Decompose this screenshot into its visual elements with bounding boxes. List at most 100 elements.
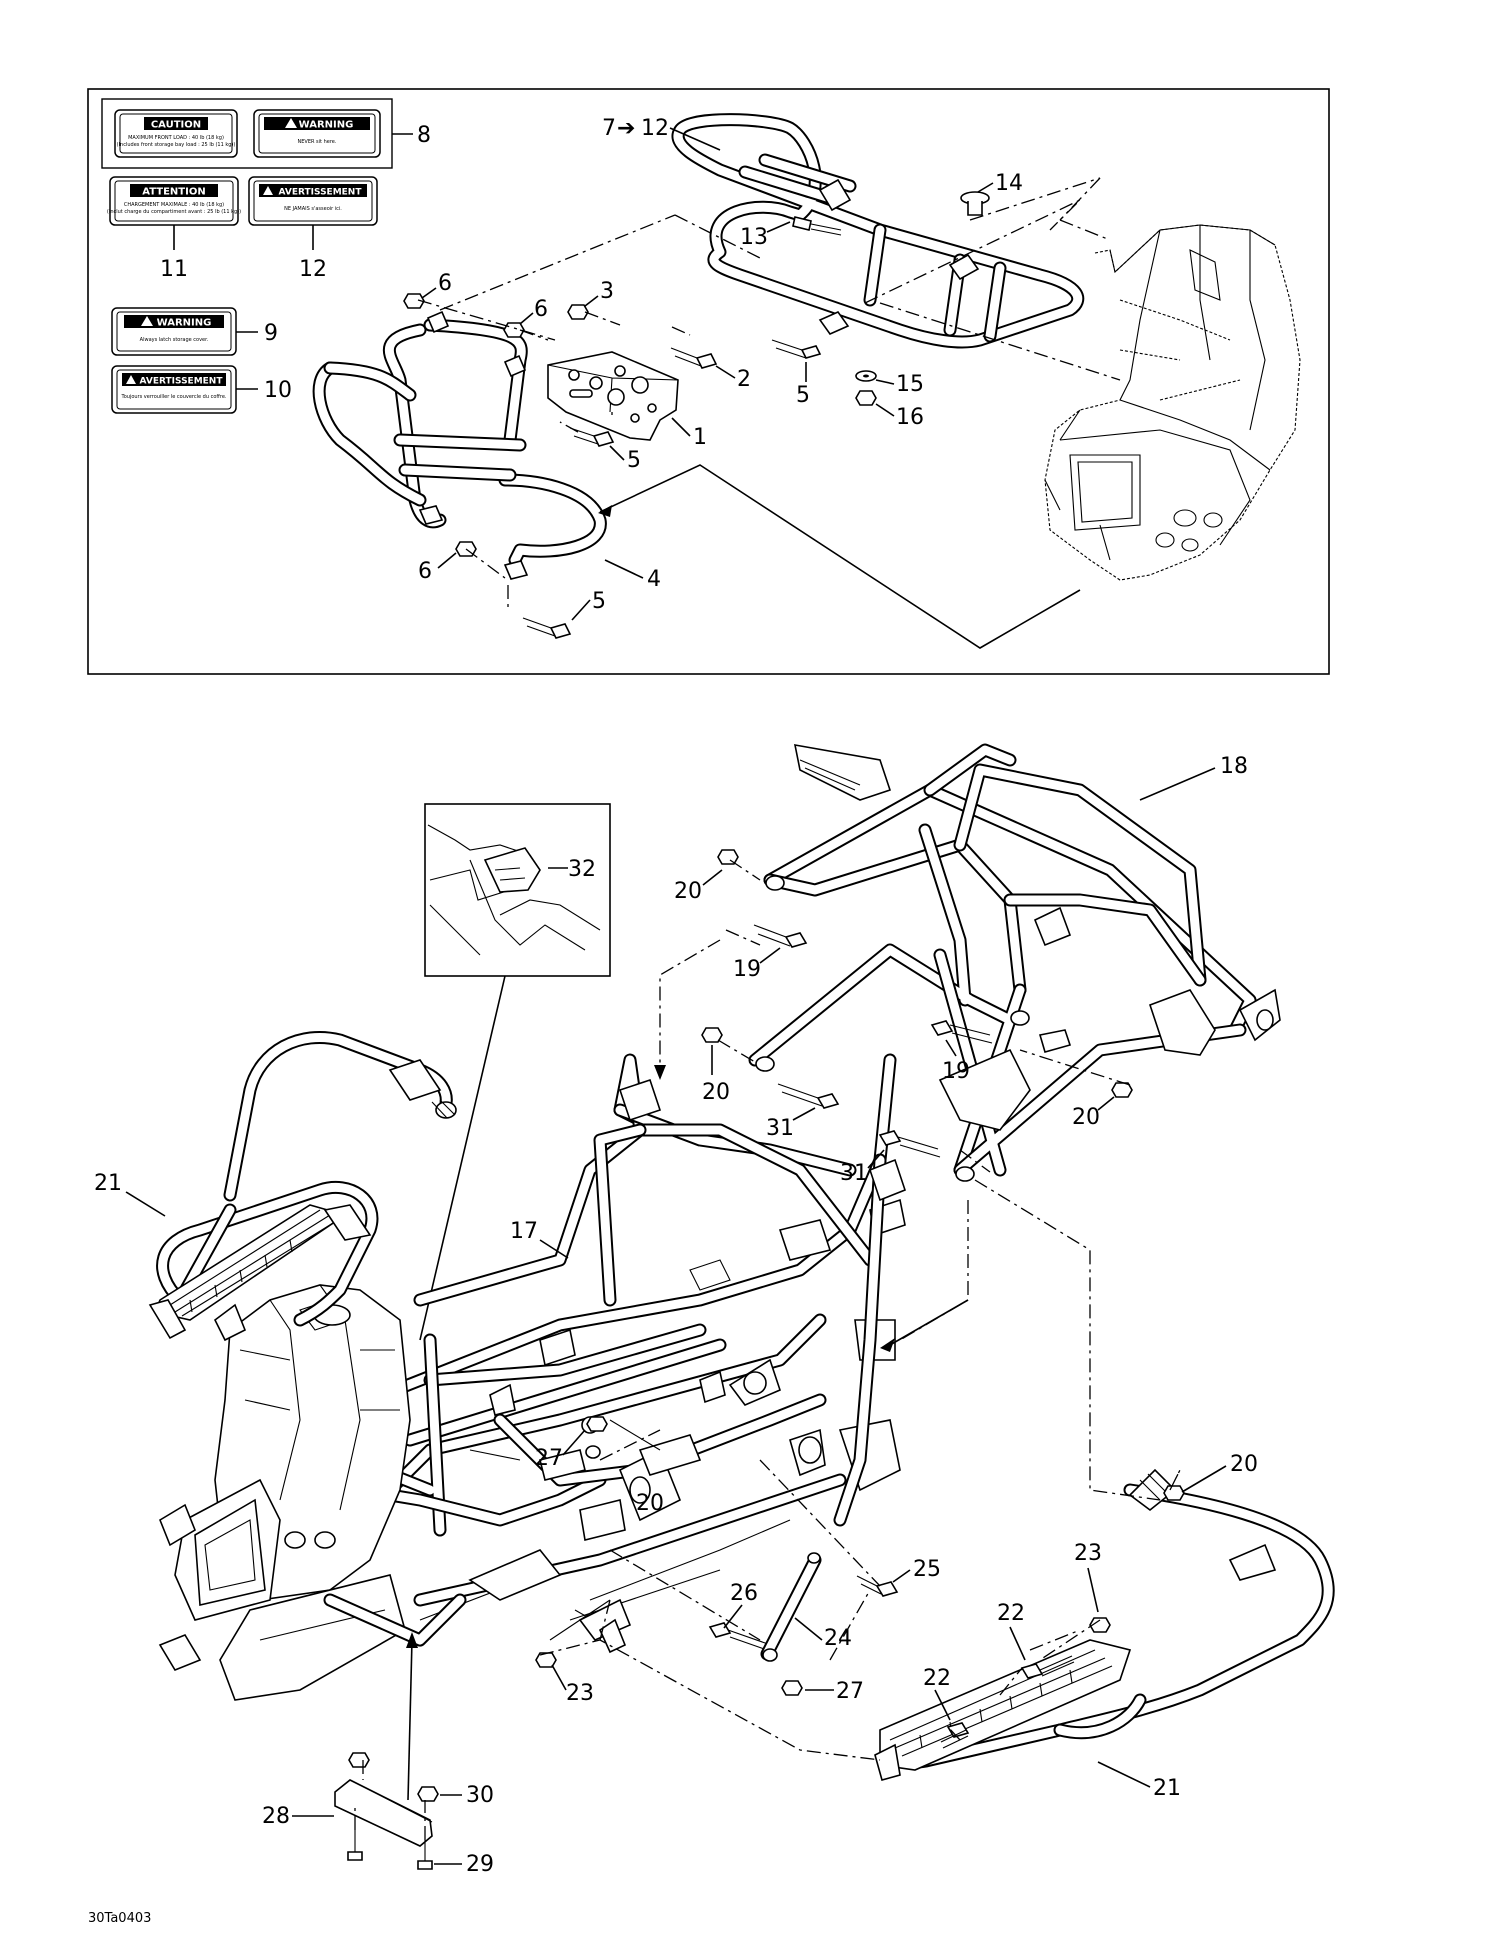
decal-caution-title: CAUTION xyxy=(151,120,201,131)
item-25-bolt[interactable] xyxy=(856,1575,899,1597)
item-26-bolt[interactable] xyxy=(708,1622,771,1652)
callout-6-low: 6 xyxy=(418,559,432,584)
callout-5-bracket: 5 xyxy=(627,448,641,473)
item-22-bolt-a[interactable] xyxy=(1020,1655,1075,1679)
decal-avertissement-storage-line1: Toujours verrouiller le couvercle du cof… xyxy=(121,394,227,400)
decal-leaders xyxy=(173,133,413,390)
decal-warning-storage-title: WARNING xyxy=(157,318,212,329)
item-30-nut[interactable] xyxy=(417,1786,439,1802)
decal-warning-title: WARNING xyxy=(299,120,354,131)
callout-22-b: 22 xyxy=(923,1666,951,1691)
rack-guide-lines xyxy=(864,177,1121,381)
callout-18: 18 xyxy=(1220,754,1248,779)
item-14-pin[interactable] xyxy=(960,191,990,216)
decal-attention[interactable]: ATTENTION CHARGEMENT MAXIMALE : 40 lb (1… xyxy=(107,176,241,226)
decal-avertissement-line1: NE JAMAIS s'asseoir ici. xyxy=(284,206,342,212)
bracket-item-1[interactable] xyxy=(547,351,679,441)
decal-warning-line1: NEVER sit here. xyxy=(298,139,337,145)
item-27-nut-a[interactable] xyxy=(586,1416,608,1432)
decal-warning-storage-line1: Always latch storage cover. xyxy=(140,337,209,343)
decal-avertissement-title: AVERTISSEMENT xyxy=(279,188,363,198)
item-13-bolt[interactable] xyxy=(792,216,842,236)
bottom-callouts: 18 20 19 20 19 31 20 31 21 17 27 20 20 2… xyxy=(94,754,1258,1877)
warning-triangle-icon xyxy=(263,186,273,195)
callout-19-a: 19 xyxy=(733,957,761,982)
item-5-bolt-rack[interactable] xyxy=(771,339,822,359)
item-24-rod[interactable] xyxy=(760,1552,822,1662)
decal-avertissement-storage[interactable]: AVERTISSEMENT Toujours verrouiller le co… xyxy=(111,365,237,414)
item-2-bolt[interactable] xyxy=(670,347,718,369)
item-23-nut-a[interactable] xyxy=(535,1652,557,1668)
item-19-bolt-upper[interactable] xyxy=(753,924,808,948)
cage-item-18[interactable] xyxy=(748,743,1281,1182)
decal-caution-line1: MAXIMUM FRONT LOAD : 40 lb (18 kg) xyxy=(128,135,224,141)
item-6-nut-top[interactable] xyxy=(403,293,425,309)
footrest-item-21-right[interactable] xyxy=(874,1468,1335,1781)
callout-4: 4 xyxy=(647,567,661,592)
decal-attention-title: ATTENTION xyxy=(142,187,205,198)
item-31-bolt-lower[interactable] xyxy=(878,1130,941,1158)
callout-29: 29 xyxy=(466,1852,494,1877)
item-20-nut-c[interactable] xyxy=(1111,1082,1133,1098)
callout-7-to: 12 xyxy=(641,116,669,141)
decal-avertissement-storage-title: AVERTISSEMENT xyxy=(140,377,224,387)
callout-25: 25 xyxy=(913,1557,941,1582)
item-31-bolt-upper[interactable] xyxy=(777,1083,840,1109)
callout-30: 30 xyxy=(466,1783,494,1808)
main-frame-item-17[interactable] xyxy=(158,1053,906,1701)
top-panel-guides xyxy=(417,214,1081,649)
item-16-nut[interactable] xyxy=(855,390,877,406)
item-28-bolt[interactable] xyxy=(347,1830,363,1861)
callout-9: 9 xyxy=(264,321,278,346)
item-19-bolt-lower[interactable] xyxy=(930,1020,993,1044)
bottom-panel-guides xyxy=(354,859,1181,1840)
item-5-bolt-bottom[interactable] xyxy=(522,617,572,639)
callout-13: 13 xyxy=(740,225,768,250)
callout-11: 11 xyxy=(160,257,188,282)
callout-26: 26 xyxy=(730,1581,758,1606)
front-rack-panel-border xyxy=(87,88,1330,675)
callout-14: 14 xyxy=(995,171,1023,196)
item-20-nut-d[interactable] xyxy=(1163,1485,1185,1501)
rear-rack[interactable] xyxy=(671,113,1085,349)
frame-partial-view xyxy=(1044,224,1301,581)
front-rack-item-4[interactable] xyxy=(312,310,607,580)
item-3-nut[interactable] xyxy=(567,304,589,320)
item-20-nut-a[interactable] xyxy=(717,849,739,865)
detail-inset-32: 32 xyxy=(419,803,611,1341)
decal-warning-storage[interactable]: WARNING Always latch storage cover. xyxy=(111,307,237,356)
callout-32: 32 xyxy=(568,857,596,882)
callout-15: 15 xyxy=(896,372,924,397)
footrest-item-21-left[interactable] xyxy=(148,1030,457,1340)
callout-21-left: 21 xyxy=(94,1171,122,1196)
callout-23-a: 23 xyxy=(566,1681,594,1706)
item-23-nut-b[interactable] xyxy=(1089,1617,1111,1633)
decal-avertissement[interactable]: AVERTISSEMENT NE JAMAIS s'asseoir ici. xyxy=(248,176,378,226)
figure-reference: 30Ta0403 xyxy=(88,1911,151,1926)
item-28-nut-top[interactable] xyxy=(348,1752,370,1768)
item-22-bolt-b[interactable] xyxy=(940,1722,970,1749)
item-15-washer[interactable] xyxy=(855,370,877,382)
decal-warning[interactable]: WARNING NEVER sit here. xyxy=(253,109,381,158)
top-callouts: 7 ➔ 12 8 11 12 9 10 13 14 15 16 5 6 6 3 … xyxy=(160,116,1023,621)
callout-5-rack: 5 xyxy=(796,383,810,408)
callout-20-e: 20 xyxy=(1230,1452,1258,1477)
callout-27-b: 27 xyxy=(836,1679,864,1704)
warning-triangle-icon xyxy=(285,118,297,128)
decal-caution[interactable]: CAUTION MAXIMUM FRONT LOAD : 40 lb (18 k… xyxy=(114,109,238,158)
skid-plate-item-28[interactable] xyxy=(334,1779,433,1847)
item-27-nut-b[interactable] xyxy=(781,1680,803,1696)
callout-24: 24 xyxy=(824,1626,852,1651)
callout-17: 17 xyxy=(510,1219,538,1244)
callout-5-bottom: 5 xyxy=(592,589,606,614)
warning-triangle-icon xyxy=(141,316,153,326)
callout-7-arrow: ➔ xyxy=(617,116,635,141)
callout-3: 3 xyxy=(600,279,614,304)
item-29-bolt[interactable] xyxy=(417,1840,433,1870)
decal-caution-line2: (Includes front storage bay load : 25 lb… xyxy=(117,142,236,148)
item-20-nut-b[interactable] xyxy=(701,1027,723,1043)
callout-31-a: 31 xyxy=(766,1116,794,1141)
callout-21-right: 21 xyxy=(1153,1776,1181,1801)
callout-8: 8 xyxy=(417,123,431,148)
